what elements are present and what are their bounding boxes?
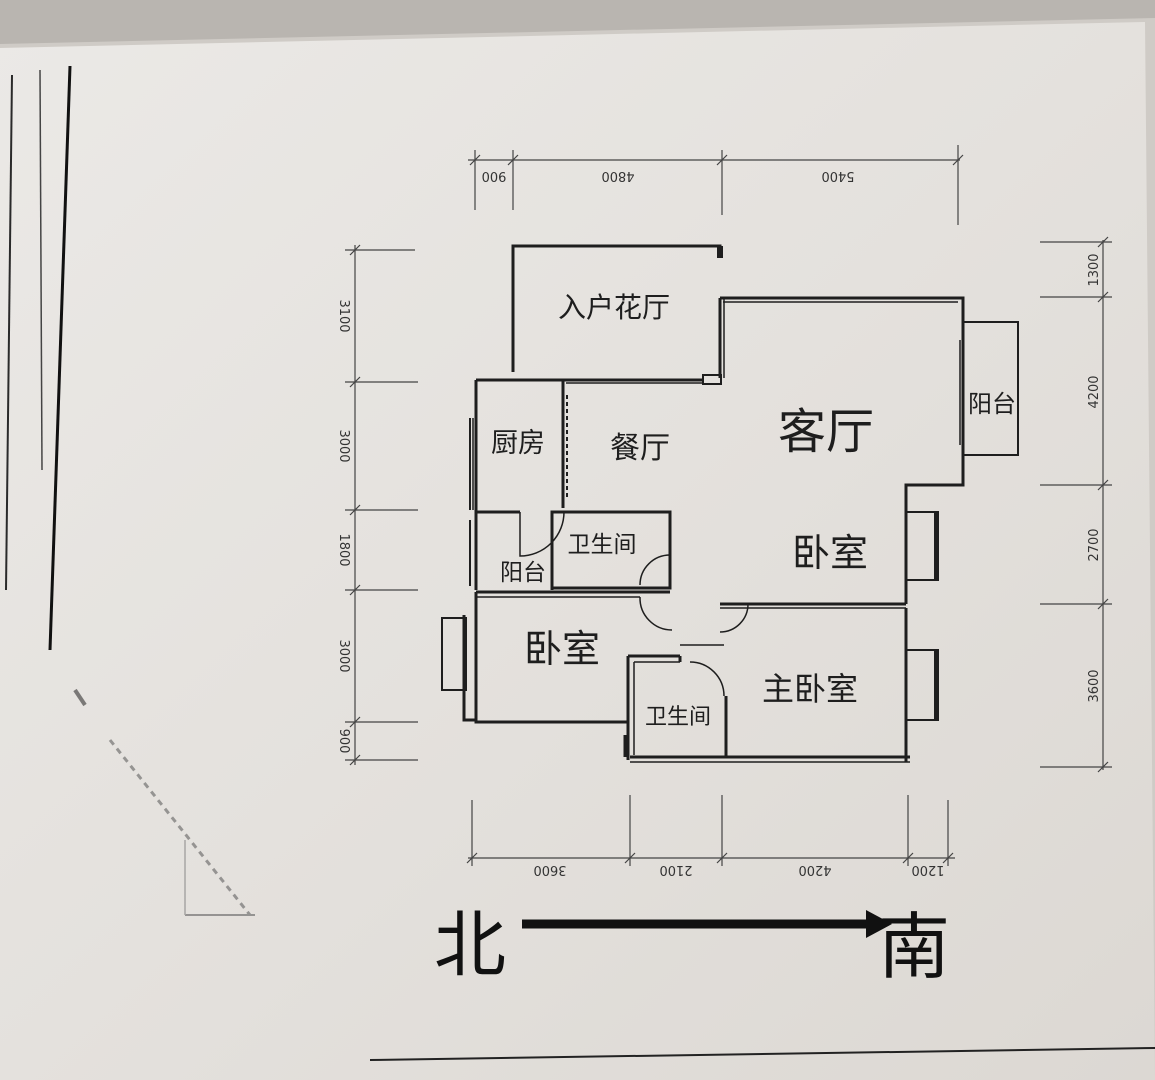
compass-north-label: 北 — [434, 903, 506, 987]
pencil-marks — [73, 688, 255, 916]
dim-bottom-3: 4200 — [798, 862, 831, 877]
dimensions-left: 3100 3000 1800 3000 900 — [336, 299, 351, 753]
dimensions-top: 900 4800 5400 — [482, 168, 855, 183]
room-bedroom-center: 卧室 — [792, 531, 868, 575]
room-entry-garden-hall: 入户花厅 — [558, 291, 670, 324]
dim-left-4: 3000 — [336, 639, 351, 672]
dim-bottom-4: 1200 — [911, 862, 944, 877]
dim-right-1: 1300 — [1087, 253, 1102, 286]
dimensions-right: 1300 4200 2700 3600 — [1087, 253, 1102, 702]
room-bedroom-north: 卧室 — [524, 627, 600, 671]
room-balcony-south: 阳台 — [968, 390, 1016, 418]
margin-line-2 — [39, 69, 43, 471]
bottom-rule — [369, 1047, 1155, 1061]
paper-top-shadow — [0, 0, 1155, 44]
dim-right-4: 3600 — [1087, 669, 1102, 702]
compass-south-label: 南 — [878, 905, 950, 989]
dim-top-2: 4800 — [601, 168, 634, 183]
orientation-indicator: 北 南 — [434, 903, 950, 989]
room-dining: 餐厅 — [610, 431, 670, 466]
arrow-right-icon — [866, 910, 892, 938]
margin-line-3 — [48, 65, 72, 651]
margin-line-1 — [5, 74, 13, 591]
paper-sheet — [0, 22, 1155, 1080]
dim-top-3: 5400 — [821, 168, 854, 183]
walls — [441, 244, 1019, 763]
dim-right-2: 4200 — [1087, 375, 1102, 408]
room-living: 客厅 — [778, 404, 874, 460]
room-balcony-north: 阳台 — [500, 560, 546, 586]
dimensions-bottom: 3600 2100 4200 1200 — [533, 862, 944, 877]
dim-top-1: 900 — [482, 168, 507, 183]
room-bath-2: 卫生间 — [645, 705, 711, 730]
dim-left-5: 900 — [336, 729, 351, 754]
dim-bottom-1: 3600 — [533, 862, 566, 877]
room-master-bedroom: 主卧室 — [762, 670, 858, 708]
room-labels: 入户花厅 厨房 餐厅 客厅 阳台 卫生间 阳台 卧室 卧室 主卧室 卫生间 — [491, 291, 1016, 730]
dim-bottom-2: 2100 — [659, 862, 692, 877]
dim-left-2: 3000 — [336, 429, 351, 462]
room-kitchen: 厨房 — [491, 428, 545, 459]
dim-left-1: 3100 — [336, 299, 351, 332]
dimension-lines — [345, 145, 1112, 866]
dim-right-3: 2700 — [1087, 528, 1102, 561]
dim-left-3: 1800 — [336, 533, 351, 566]
room-bath-1: 卫生间 — [568, 532, 637, 558]
